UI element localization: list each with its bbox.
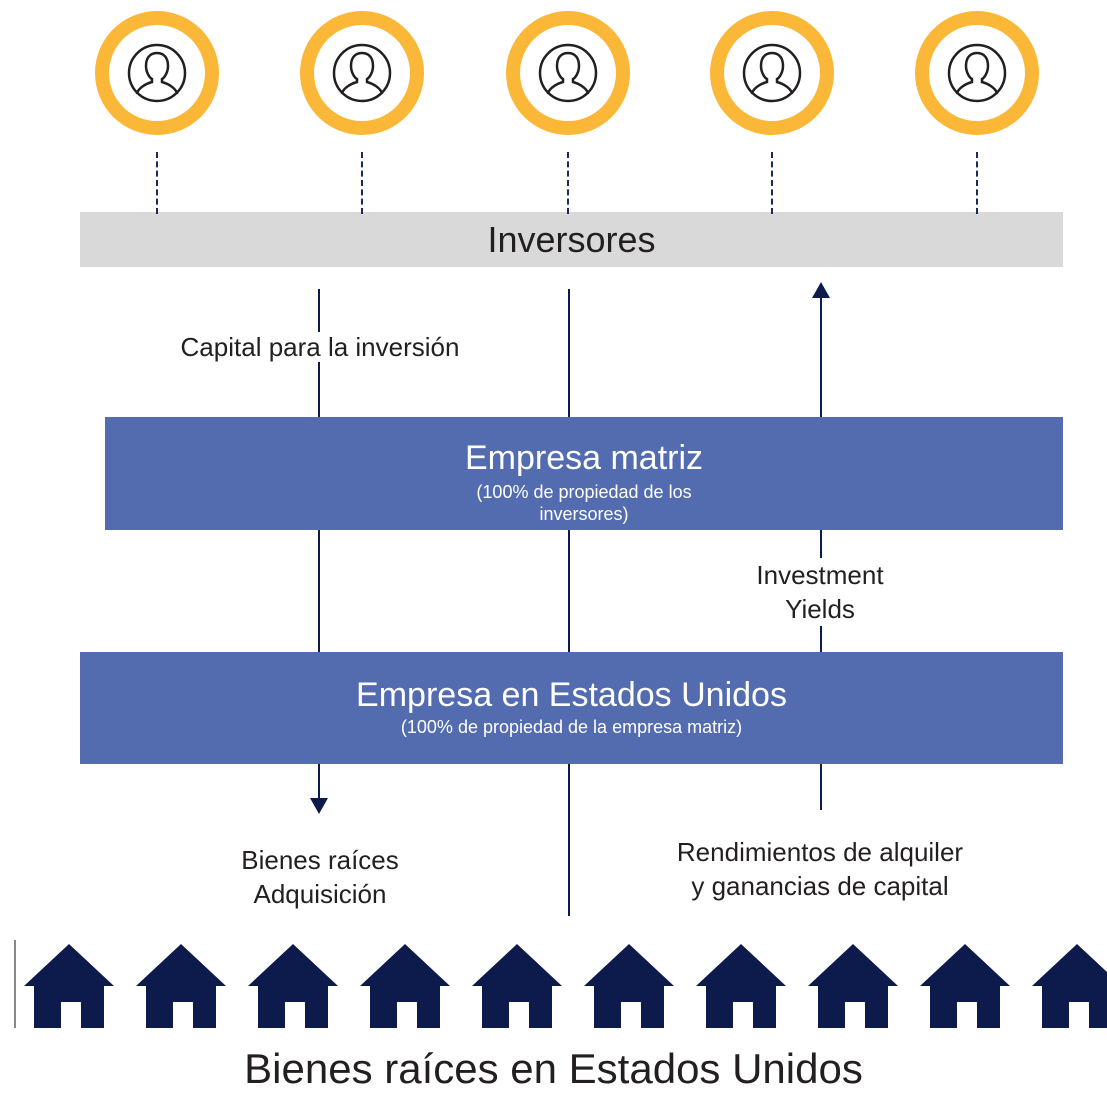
person-icon	[742, 43, 802, 103]
investor-connector	[361, 152, 363, 214]
properties-label: Bienes raíces en Estados Unidos	[244, 1045, 863, 1092]
house-icon	[248, 944, 338, 1028]
investor-connector	[156, 152, 158, 214]
person-icon	[127, 43, 187, 103]
person-icon	[332, 43, 392, 103]
investors-label: Inversores	[487, 218, 656, 260]
investor-connector	[567, 152, 569, 214]
investor-inner	[109, 25, 205, 121]
parent-company-subtitle-2: inversores)	[539, 504, 629, 524]
investor-connector	[771, 152, 773, 214]
investors-bar: Inversores	[80, 212, 1063, 267]
parent-company-subtitle-1: (100% de propiedad de los	[476, 482, 692, 502]
investor-5	[915, 11, 1039, 135]
yields-line-top	[820, 296, 822, 417]
left-divider	[14, 940, 16, 1028]
ownership-line-mid	[568, 530, 570, 652]
house-icon	[24, 944, 114, 1028]
house-icon	[920, 944, 1010, 1028]
parent-company-box: Empresa matriz (100% de propiedad de los…	[105, 417, 1063, 530]
house-icon	[360, 944, 450, 1028]
ownership-line-top	[568, 289, 570, 417]
house-icon	[1032, 944, 1107, 1028]
investor-4	[710, 11, 834, 135]
arrow-up-icon	[812, 282, 830, 298]
us-company-subtitle: (100% de propiedad de la empresa matriz)	[400, 717, 743, 737]
investor-2	[300, 11, 424, 135]
parent-company-title: Empresa matriz	[464, 439, 704, 477]
investor-connector	[976, 152, 978, 214]
house-icon	[696, 944, 786, 1028]
ownership-line-bottom	[568, 764, 570, 916]
house-icon	[808, 944, 898, 1028]
capital-line-mid	[318, 530, 320, 652]
person-icon	[947, 43, 1007, 103]
acquisition-line	[318, 764, 320, 800]
investor-inner	[724, 25, 820, 121]
us-company-box: Empresa en Estados Unidos (100% de propi…	[80, 652, 1063, 764]
house-icon	[472, 944, 562, 1028]
houses-row	[14, 940, 1107, 1040]
house-icon	[136, 944, 226, 1028]
acquisition-label: Bienes raíces Adquisición	[241, 845, 399, 909]
investor-inner	[520, 25, 616, 121]
house-icon	[584, 944, 674, 1028]
us-company-title: Empresa en Estados Unidos	[356, 676, 787, 714]
capital-label: Capital para la inversión	[180, 332, 460, 362]
returns-label: Rendimientos de alquiler y ganancias de …	[676, 837, 964, 901]
investor-1	[95, 11, 219, 135]
person-icon	[538, 43, 598, 103]
arrow-down-icon	[310, 798, 328, 814]
investor-inner	[314, 25, 410, 121]
returns-line	[820, 764, 822, 810]
yields-label: Investment Yields	[756, 558, 884, 626]
investor-3	[506, 11, 630, 135]
investor-inner	[929, 25, 1025, 121]
